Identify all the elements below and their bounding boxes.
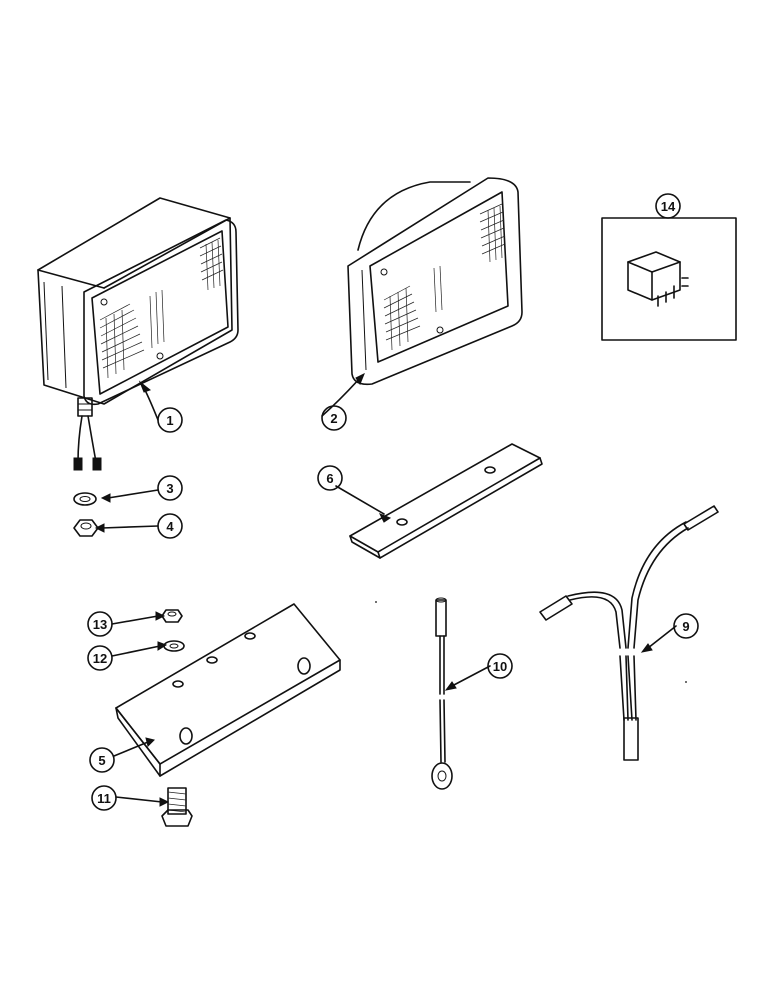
callout-11: 11	[91, 785, 117, 811]
leader-lines	[101, 377, 677, 803]
print-speck	[685, 681, 687, 683]
nut-part-4	[73, 519, 99, 537]
callout-label-14: 14	[661, 199, 676, 214]
work-lamp-part-1	[37, 197, 239, 471]
callout-6: 6	[317, 465, 343, 491]
angle-bracket-part-5	[115, 603, 341, 777]
callout-13: 13	[87, 611, 113, 637]
lock-washer-part-3	[73, 492, 97, 506]
relay-frame	[601, 217, 737, 341]
callout-label-9: 9	[682, 619, 689, 634]
callout-12: 12	[87, 645, 113, 671]
y-harness-part-9	[539, 505, 719, 761]
callout-label-1: 1	[166, 413, 173, 428]
nut-part-13	[161, 609, 183, 623]
bolt-part-11	[161, 787, 193, 827]
callout-label-10: 10	[493, 659, 507, 674]
callout-label-12: 12	[93, 651, 107, 666]
callout-label-6: 6	[326, 471, 333, 486]
lock-washer-part-12	[163, 640, 185, 652]
callout-label-5: 5	[98, 753, 105, 768]
leader-arrowheads	[94, 372, 653, 807]
relay-part-14	[601, 217, 737, 341]
ring-terminal-lead-part-10	[431, 597, 453, 790]
callout-9: 9	[673, 613, 699, 639]
callout-label-13: 13	[93, 617, 107, 632]
print-speck	[375, 601, 377, 603]
callout-1: 1	[157, 407, 183, 433]
callout-label-4: 4	[166, 519, 174, 534]
callout-label-3: 3	[166, 481, 173, 496]
callout-4: 4	[157, 513, 183, 539]
flat-bracket-part-6	[349, 443, 543, 559]
callout-3: 3	[157, 475, 183, 501]
callout-label-11: 11	[97, 791, 111, 806]
work-lamp-part-2	[347, 177, 523, 386]
callout-10: 10	[487, 653, 513, 679]
callout-14: 14	[655, 193, 681, 219]
callout-2: 2	[321, 405, 347, 431]
callout-5: 5	[89, 747, 115, 773]
callout-label-2: 2	[330, 411, 337, 426]
